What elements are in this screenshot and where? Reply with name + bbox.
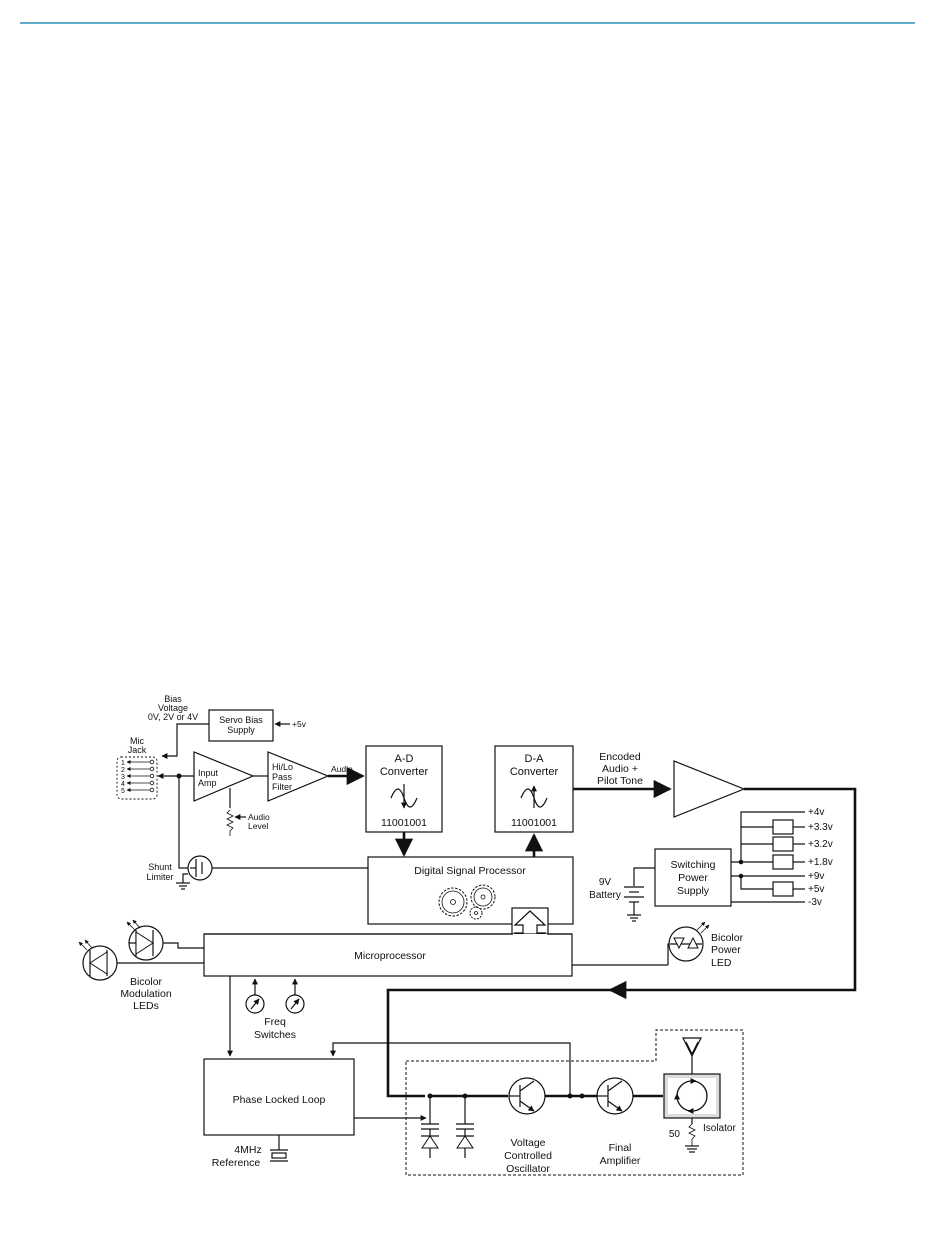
mod-label-line3: LEDs (133, 1000, 159, 1012)
mod-label-line1: Bicolor (130, 976, 163, 988)
vco-label-line1: Voltage (510, 1137, 545, 1149)
pin-3-label: 3 (121, 774, 125, 781)
input-label-line2: Amp (198, 778, 217, 788)
battery-label-line1: 9V (599, 877, 612, 888)
switching-power-supply-block: Switching Power Supply (654, 848, 732, 907)
isolator-block (663, 1073, 721, 1119)
battery-symbol (624, 867, 655, 922)
encoded-label-line3: Pilot Tone (597, 775, 643, 787)
ad-label-line2: Converter (380, 766, 429, 778)
audio-level-label-line1: Audio (248, 812, 270, 822)
voltage-rails: +4v +3.3v +3.2v +1.8v +9v +5v -3v (731, 807, 833, 908)
pwr-label-line3: LED (711, 957, 732, 969)
servo-5v-label: +5v (292, 719, 307, 729)
servo-bias-supply-block: Servo Bias Supply (208, 709, 274, 742)
output-amp-triangle (673, 760, 746, 818)
battery-label-line2: Battery (589, 890, 621, 901)
servo-label-line2: Supply (227, 725, 255, 735)
shunt-limiter-fet (187, 855, 213, 881)
audio-level-label-line2: Level (248, 821, 268, 831)
rail-label: +5v (808, 884, 824, 895)
modulation-led-1 (126, 919, 164, 961)
pin-1-label: 1 (121, 760, 125, 767)
bias-voltage-label: Bias Voltage 0V, 2V or 4V (148, 694, 198, 722)
final-label-line2: Amplifier (600, 1155, 641, 1167)
shunt-label-line2: Limiter (146, 872, 173, 882)
modulation-led-2 (78, 939, 118, 981)
pll-label: Phase Locked Loop (233, 1094, 326, 1106)
rf-shield-outline (405, 1029, 744, 1176)
dsp-label: Digital Signal Processor (414, 865, 526, 877)
pin-4-label: 4 (121, 781, 125, 788)
rail-label: +3.3v (808, 822, 833, 833)
vco-label-line3: Oscillator (506, 1163, 550, 1175)
isolator-label: Isolator (703, 1123, 736, 1134)
varactor-diode-1 (421, 1096, 439, 1158)
sps-label-line1: Switching (671, 859, 716, 871)
shunt-label-line1: Shunt (148, 862, 172, 872)
da-converter-block: D-A Converter 11001001 (494, 745, 574, 833)
mic-jack-connector: 1 2 3 4 5 (116, 756, 158, 800)
pwr-label-line1: Bicolor (711, 932, 744, 944)
da-label-line1: D-A (525, 753, 545, 765)
filter-label-line2: Pass (272, 772, 293, 782)
mic-label-line2: Jack (128, 745, 147, 755)
bias-label-line1: Bias (164, 694, 182, 704)
freq-label-line1: Freq (264, 1016, 286, 1028)
ref-label-line2: Reference (212, 1157, 261, 1169)
mic-label-line1: Mic (130, 736, 144, 746)
pin-2-label: 2 (121, 767, 125, 774)
sps-label-line2: Power (678, 872, 708, 884)
ref-label-line1: 4MHz (234, 1144, 261, 1156)
encoded-label-line2: Audio + (602, 763, 638, 775)
input-label-line1: Input (198, 768, 219, 778)
micro-label: Microprocessor (354, 950, 426, 962)
hi-lo-pass-filter-block: Hi/Lo Pass Filter (267, 751, 330, 802)
pwr-label-line2: Power (711, 944, 741, 956)
vco-label-line2: Controlled (504, 1150, 552, 1162)
fifty-ohm-label: 50 (669, 1129, 681, 1140)
ad-converter-block: A-D Converter 11001001 (365, 745, 443, 833)
input-amp-block: Input Amp (193, 751, 255, 802)
pin-5-label: 5 (121, 788, 125, 795)
da-bits-label: 11001001 (511, 817, 557, 829)
ad-label-line1: A-D (395, 753, 414, 765)
rail-label: +3.2v (808, 839, 833, 850)
ad-bits-label: 11001001 (381, 817, 427, 829)
encoded-label-line1: Encoded (599, 751, 641, 763)
rail-label: +4v (808, 807, 824, 818)
audio-label: Audio (331, 764, 353, 774)
final-label-line1: Final (609, 1142, 632, 1154)
crystal-reference (270, 1135, 288, 1162)
final-amplifier-transistor (596, 1077, 634, 1115)
freq-switch-1 (245, 994, 265, 1014)
sps-label-line3: Supply (677, 885, 710, 897)
filter-label-line1: Hi/Lo (272, 762, 293, 772)
gears-icon (438, 884, 496, 920)
phase-locked-loop-block: Phase Locked Loop (203, 1058, 355, 1136)
antenna-icon (682, 1037, 702, 1074)
vco-transistor (508, 1077, 546, 1115)
rail-label: +9v (808, 871, 824, 882)
varactor-diode-2 (456, 1096, 474, 1158)
microprocessor-block: Microprocessor (203, 933, 573, 977)
rail-label: -3v (808, 897, 822, 908)
rail-label: +1.8v (808, 857, 833, 868)
bias-label-line2: Voltage (158, 703, 188, 713)
bias-label-line3: 0V, 2V or 4V (148, 712, 198, 722)
da-label-line2: Converter (510, 766, 559, 778)
power-led (668, 921, 710, 962)
mod-label-line2: Modulation (120, 988, 172, 1000)
freq-switch-2 (285, 994, 305, 1014)
servo-label-line1: Servo Bias (219, 715, 263, 725)
freq-label-line2: Switches (254, 1029, 296, 1041)
filter-label-line3: Filter (272, 782, 292, 792)
